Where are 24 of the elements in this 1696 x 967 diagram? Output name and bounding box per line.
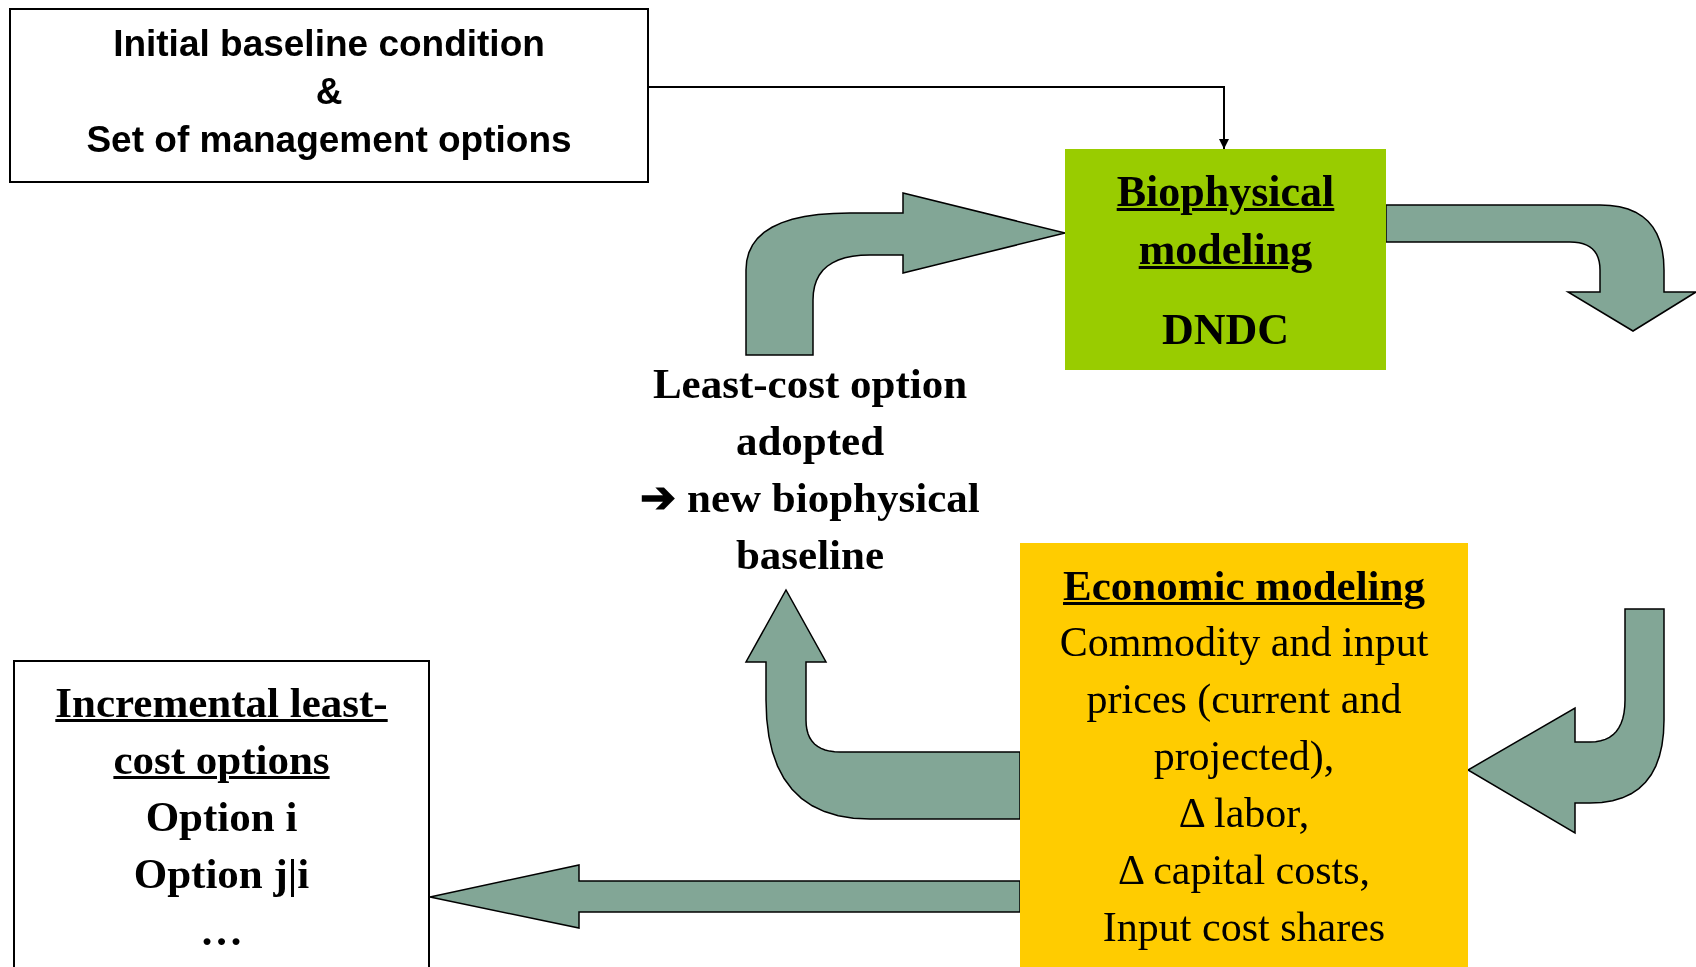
block-arrow [429, 864, 1021, 929]
option-label: Option i [145, 792, 298, 842]
box-text: Input cost shares [1102, 903, 1386, 952]
box-text: Initial baseline condition [113, 22, 545, 66]
flow-label: ➔ new biophysical baseline [639, 473, 981, 580]
input-box [9, 8, 649, 183]
option-label: Option j|i [133, 849, 310, 899]
box-heading: Biophysical modeling [1115, 166, 1336, 276]
box-heading: Economic modeling [1063, 561, 1425, 611]
arrow [648, 86, 1229, 150]
box-heading: Incremental least-cost options [54, 678, 389, 785]
process-box [1020, 543, 1468, 967]
process-box [1065, 149, 1386, 370]
box-text: Commodity and input prices (current and projected), [1058, 618, 1430, 781]
box-text: Δ capital costs, [1117, 846, 1371, 895]
output-box [13, 660, 430, 967]
box-text: Δ labor, [1178, 789, 1310, 838]
flow-label: Least-cost option adopted [651, 359, 969, 466]
box-text: & [315, 70, 343, 114]
box-text: Set of management options [86, 118, 572, 162]
block-arrow [1466, 608, 1665, 835]
ellipsis-label: … [200, 906, 243, 956]
block-arrow [745, 192, 1066, 356]
model-name: DNDC [1161, 304, 1290, 356]
